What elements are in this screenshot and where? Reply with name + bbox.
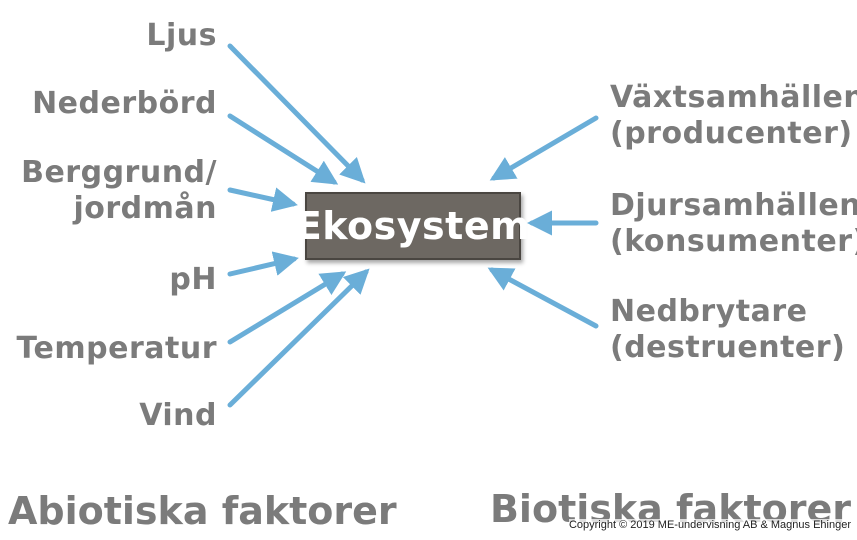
factor-nederbord: Nederbörd (32, 86, 217, 122)
arrow-nedbrytare (487, 267, 599, 329)
factor-ljus-text: Ljus (146, 18, 217, 53)
arrow-temperatur (227, 271, 347, 345)
arrow-ljus (227, 43, 366, 184)
factor-ljus: Ljus (146, 18, 217, 54)
factor-berggrund-line2: jordmån (73, 191, 217, 226)
ecosystem-box: Ekosystem (296, 192, 530, 260)
arrow-berggrund (227, 187, 298, 212)
factor-djursamhallen: Djursamhällen (konsumenter) (610, 188, 857, 260)
factor-vaxtsamhallen-line2: (producenter) (610, 116, 853, 151)
arrow-vind (227, 268, 370, 408)
factor-vind: Vind (139, 398, 217, 434)
factor-ph: pH (169, 262, 217, 298)
factor-berggrund-line1: Berggrund/ (21, 155, 217, 190)
factor-nedbrytare-line2: (destruenter) (610, 330, 846, 365)
factor-temperatur-text: Temperatur (16, 331, 217, 366)
factor-berggrund: Berggrund/ jordmån (21, 155, 217, 227)
arrow-nederbord (227, 113, 339, 185)
factor-temperatur: Temperatur (17, 331, 217, 367)
factor-vaxtsamhallen: Växtsamhällen (producenter) (610, 80, 857, 152)
copyright-notice: Copyright © 2019 ME-undervisning AB & Ma… (568, 519, 851, 531)
factor-ph-text: pH (169, 262, 217, 297)
factor-nederbord-text: Nederbörd (32, 86, 217, 121)
ecosystem-label: Ekosystem (295, 204, 531, 248)
factor-djursamhallen-line2: (konsumenter) (610, 224, 857, 259)
factor-vaxtsamhallen-line1: Växtsamhällen (610, 80, 857, 115)
arrow-ph (227, 251, 299, 277)
arrow-vaxtsamhallen (489, 115, 599, 181)
factor-nedbrytare: Nedbrytare (destruenter) (610, 294, 845, 366)
abiotic-heading: Abiotiska faktorer (8, 489, 397, 533)
factor-djursamhallen-line1: Djursamhällen (610, 188, 857, 223)
factor-nedbrytare-line1: Nedbrytare (610, 294, 808, 329)
factor-vind-text: Vind (139, 398, 217, 433)
